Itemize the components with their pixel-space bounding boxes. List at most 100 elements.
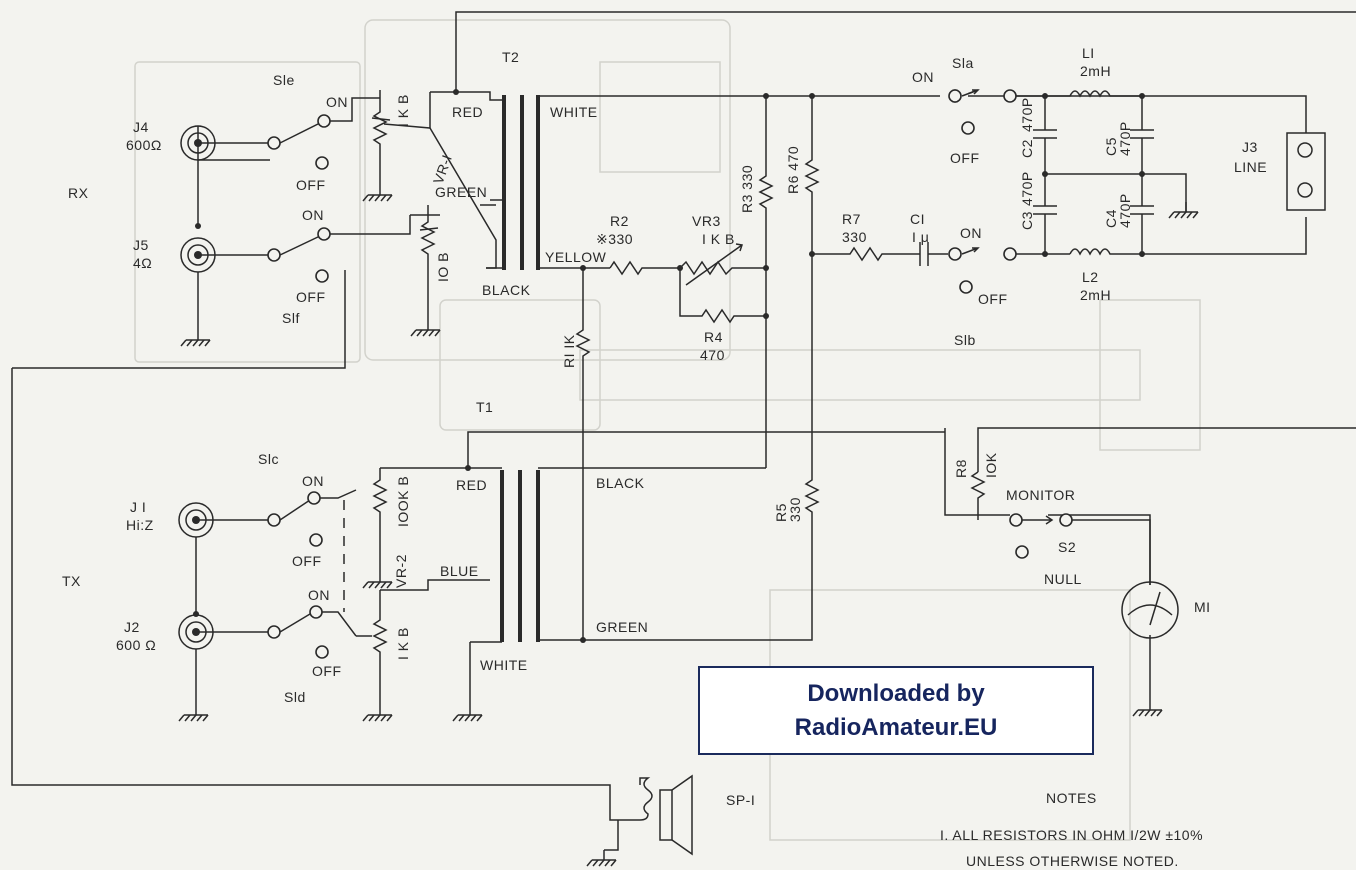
- label-c5-val: 470P: [1117, 121, 1133, 156]
- label-red: RED: [456, 477, 487, 493]
- label-s1a: Sla: [952, 55, 974, 71]
- label-red: RED: [452, 104, 483, 120]
- label-on: ON: [302, 207, 324, 223]
- label-r4: R4: [704, 329, 723, 345]
- label-off: OFF: [312, 663, 342, 679]
- label-s1d: Sld: [284, 689, 306, 705]
- label-r7-val: 330: [842, 229, 867, 245]
- resistor-r1: [575, 268, 591, 643]
- label-c3-val: 470P: [1019, 171, 1035, 206]
- jack-j4: [180, 97, 372, 226]
- label-vr3-val: I K B: [702, 231, 735, 247]
- switch-s2: [970, 471, 1151, 585]
- label-r5-val: 330: [787, 497, 803, 522]
- label-tx: TX: [62, 573, 81, 589]
- label-r2-val: ※330: [596, 231, 633, 247]
- label-vr1-bot: IO B: [435, 252, 451, 282]
- label-sp1: SP-I: [726, 792, 755, 808]
- label-on: ON: [302, 473, 324, 489]
- label-r2: R2: [610, 213, 629, 229]
- label-on: ON: [960, 225, 982, 241]
- jack-j2: [178, 500, 357, 722]
- label-on: ON: [912, 69, 934, 85]
- label-m1: MI: [1194, 599, 1211, 615]
- label-notes: NOTES: [1046, 790, 1097, 806]
- lc-filter: [1016, 90, 1307, 257]
- meter-m1: [1121, 581, 1179, 717]
- label-s1c: Slc: [258, 451, 279, 467]
- transformer-t1: [452, 467, 766, 722]
- label-off: OFF: [978, 291, 1008, 307]
- label-white: WHITE: [550, 104, 598, 120]
- label-j3: J3: [1242, 139, 1258, 155]
- label-green: GREEN: [596, 619, 648, 635]
- label-j2: J2: [124, 619, 140, 635]
- label-on: ON: [308, 587, 330, 603]
- label-yellow: YELLOW: [545, 249, 607, 265]
- label-r8: R8: [953, 459, 969, 478]
- label-r3: R3 330: [739, 165, 755, 213]
- speaker-sp1: [586, 774, 693, 867]
- label-black: BLACK: [482, 282, 531, 298]
- labels: T2 Sle ON OFF ON OFF Slf RX J4 600Ω J5 4…: [62, 45, 1267, 869]
- label-rx: RX: [68, 185, 89, 201]
- label-note2: UNLESS OTHERWISE NOTED.: [966, 853, 1179, 869]
- label-vr3: VR3: [692, 213, 721, 229]
- bleed-through-background: [134, 19, 1201, 841]
- jack-j3: [1286, 132, 1326, 211]
- label-green: GREEN: [435, 184, 487, 200]
- label-c5: C5: [1103, 137, 1119, 156]
- label-l2-val: 2mH: [1080, 287, 1111, 303]
- label-r6: R6 470: [785, 146, 801, 194]
- label-s1f: Slf: [282, 310, 300, 326]
- label-c1: CI: [910, 211, 925, 227]
- label-c4-val: 470P: [1117, 193, 1133, 228]
- label-vr2-bot: I K B: [395, 627, 411, 660]
- label-c1-val: I μ: [912, 229, 929, 245]
- watermark-line2: RadioAmateur.EU: [794, 713, 998, 741]
- jack-j5: [180, 215, 411, 347]
- label-black: BLACK: [596, 475, 645, 491]
- label-off: OFF: [296, 177, 326, 193]
- label-s1e: Sle: [273, 72, 295, 88]
- label-s2: S2: [1058, 539, 1076, 555]
- label-off: OFF: [296, 289, 326, 305]
- label-vr1-top: I K B: [395, 94, 411, 127]
- label-j3-val: LINE: [1234, 159, 1267, 175]
- watermark-banner: Downloaded by RadioAmateur.EU: [698, 666, 1094, 755]
- label-j4: J4: [133, 119, 149, 135]
- label-off: OFF: [950, 150, 980, 166]
- jack-j1: [178, 489, 357, 617]
- watermark-line1: Downloaded by: [807, 679, 985, 707]
- pot-vr2: [356, 465, 490, 722]
- label-l1-val: 2mH: [1080, 63, 1111, 79]
- label-j5-val: 4Ω: [133, 255, 152, 271]
- label-j5: J5: [133, 237, 149, 253]
- label-null: NULL: [1044, 571, 1082, 587]
- label-c2: C2: [1019, 139, 1035, 158]
- label-blue: BLUE: [440, 563, 479, 579]
- label-j4-val: 600Ω: [126, 137, 162, 153]
- label-j2-val: 600 Ω: [116, 637, 156, 653]
- resistor-network: [580, 93, 820, 641]
- label-vr2-top: IOOK B: [395, 476, 411, 527]
- label-r4-val: 470: [700, 347, 725, 363]
- label-c3: C3: [1019, 211, 1035, 230]
- label-j1-val: Hi:Z: [126, 517, 154, 533]
- label-r7: R7: [842, 211, 861, 227]
- label-monitor: MONITOR: [1006, 487, 1075, 503]
- label-white: WHITE: [480, 657, 528, 673]
- label-j1: J I: [130, 499, 146, 515]
- label-vr2: VR-2: [393, 554, 409, 588]
- label-c4: C4: [1103, 209, 1119, 228]
- label-vr1: VR-I: [430, 152, 455, 186]
- label-r5: R5: [773, 503, 789, 522]
- pot-vr1: [362, 90, 497, 337]
- label-r8-val: IOK: [983, 452, 999, 478]
- label-r1: RI IK: [561, 334, 577, 368]
- label-note1: I. ALL RESISTORS IN OHM I/2W ±10%: [940, 827, 1203, 843]
- label-t2: T2: [502, 49, 519, 65]
- label-off: OFF: [292, 553, 322, 569]
- label-s1b: Slb: [954, 332, 976, 348]
- wiring: [11, 11, 1356, 821]
